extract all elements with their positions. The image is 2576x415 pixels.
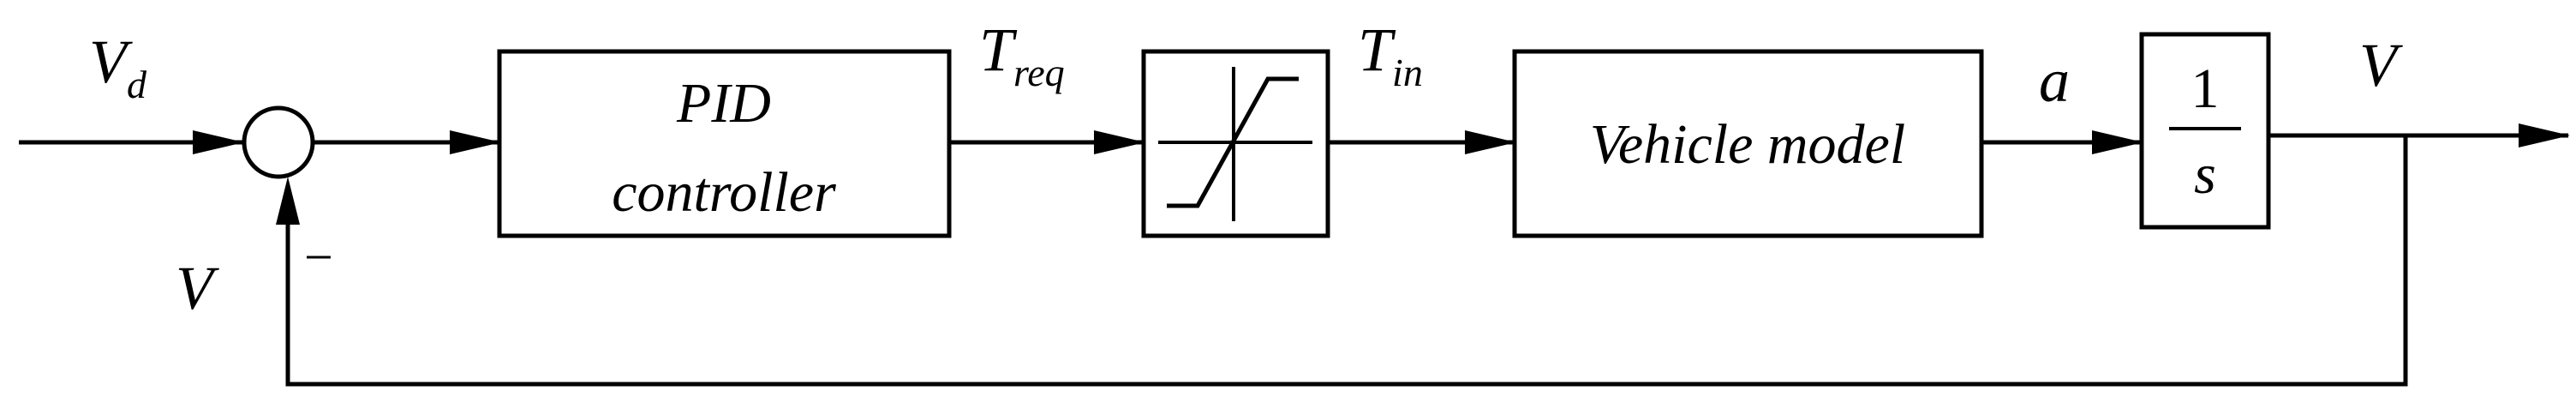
summing-junction <box>242 105 315 179</box>
integrator-numerator: 1 <box>2191 57 2220 120</box>
pid-label-line2: controller <box>612 161 836 224</box>
pid-output-label: Treq <box>979 15 1065 94</box>
feedback-arrowhead <box>276 177 300 225</box>
integrator-block <box>2139 32 2271 230</box>
feedback-signal-label: V <box>176 254 219 322</box>
acceleration-label: a <box>2039 46 2070 115</box>
saturation-output-label: Tin <box>1358 15 1423 94</box>
vehicle-model-block <box>1512 49 1984 238</box>
output-signal-label: V <box>2359 31 2403 99</box>
feedback-sign-label: − <box>304 229 333 286</box>
pid-label-line1: PID <box>676 72 771 135</box>
pid-controller-block <box>497 49 952 238</box>
integrator-denominator: s <box>2194 143 2216 206</box>
saturation-curve <box>1167 76 1299 208</box>
feedback-wire <box>285 135 2408 387</box>
input-signal-label: Vd <box>89 27 147 106</box>
vehicle-model-label: Vehicle model <box>1590 113 1905 176</box>
